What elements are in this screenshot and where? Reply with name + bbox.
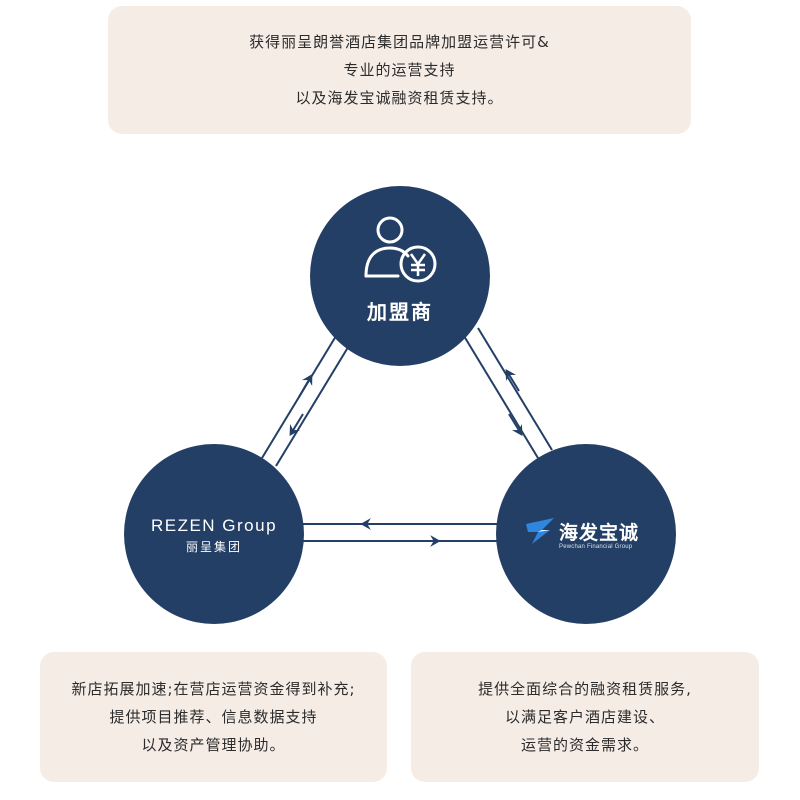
right-box-line-1: 提供全面综合的融资租赁服务, [478, 680, 692, 698]
rezen-group-node: REZEN Group 丽呈集团 [124, 444, 304, 624]
rezen-benefit-box: 新店拓展加速;在营店运营资金得到补充; 提供项目推荐、信息数据支持 以及资产管理… [40, 652, 387, 782]
rezen-group-sub-label: 丽呈集团 [185, 540, 242, 554]
arrow-down-left [289, 413, 304, 436]
haifa-baocheng-name: 海发宝诚 [559, 522, 640, 544]
top-box-line-2: 专业的运营支持 [343, 61, 456, 79]
user-yen-icon [364, 216, 437, 283]
franchisee-node: 加盟商 [310, 186, 490, 366]
haifa-baocheng-node: 海发宝诚 Pewchan Financial Group [496, 444, 676, 624]
top-description-box: 获得丽呈朗誉酒店集团品牌加盟运营许可& 专业的运营支持 以及海发宝诚融资租赁支持… [108, 6, 691, 134]
left-box-line-3: 以及资产管理协助。 [141, 736, 286, 754]
arrow-up-right [505, 369, 520, 392]
right-box-line-2: 以满足客户酒店建设、 [504, 708, 665, 726]
arrow-down-right [508, 413, 523, 436]
haifa-bird-logo-icon [526, 518, 554, 544]
rezen-haifa-connector [300, 518, 500, 547]
top-box-line-3: 以及海发宝诚融资租赁支持。 [295, 89, 504, 107]
haifa-benefit-box: 提供全面综合的融资租赁服务, 以满足客户酒店建设、 运营的资金需求。 [411, 652, 759, 782]
franchisee-haifa-connector [463, 327, 553, 459]
haifa-baocheng-sub-label: Pewchan Financial Group [559, 544, 633, 550]
franchisee-rezen-connector [261, 335, 351, 467]
franchisee-label: 加盟商 [367, 300, 433, 324]
arrow-up-left [298, 373, 313, 398]
left-box-line-1: 新店拓展加速;在营店运营资金得到补充; [71, 680, 356, 698]
top-box-line-1: 获得丽呈朗誉酒店集团品牌加盟运营许可& [249, 33, 550, 51]
right-box-line-3: 运营的资金需求。 [520, 736, 649, 754]
left-box-line-2: 提供项目推荐、信息数据支持 [109, 708, 318, 726]
rezen-group-logo: REZEN Group [150, 516, 278, 535]
